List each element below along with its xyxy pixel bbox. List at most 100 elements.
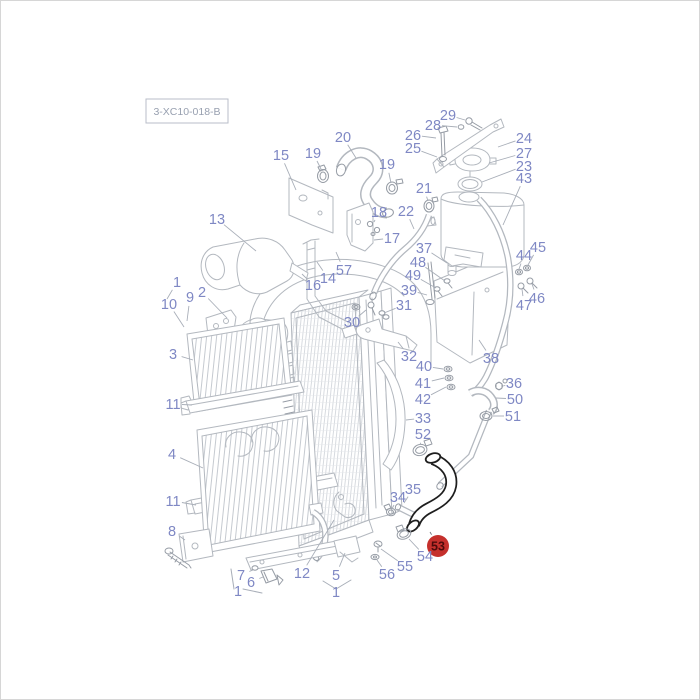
callout-53-highlighted[interactable]: 53 xyxy=(427,531,449,557)
callout-number[interactable]: 6 xyxy=(247,575,255,591)
callout-number[interactable]: 47 xyxy=(516,298,532,314)
callout-28[interactable]: 28 xyxy=(425,118,458,134)
callout-34[interactable]: 34 xyxy=(390,490,406,510)
callout-number[interactable]: 11 xyxy=(165,397,180,413)
callout-number[interactable]: 5 xyxy=(332,568,340,584)
callout-number[interactable]: 46 xyxy=(529,291,545,307)
callout-47[interactable]: 47 xyxy=(516,288,532,314)
callout-number[interactable]: 25 xyxy=(405,141,421,157)
callout-21[interactable]: 21 xyxy=(416,181,432,202)
callout-9[interactable]: 9 xyxy=(186,290,194,322)
callout-30[interactable]: 30 xyxy=(344,309,367,331)
callout-6[interactable]: 6 xyxy=(247,575,264,591)
callout-52[interactable]: 52 xyxy=(415,427,431,446)
callout-26[interactable]: 26 xyxy=(405,128,437,144)
callout-number[interactable]: 19 xyxy=(379,157,395,173)
callout-number[interactable]: 24 xyxy=(516,131,532,147)
callout-number[interactable]: 53 xyxy=(431,540,445,554)
callout-15[interactable]: 15 xyxy=(273,148,297,191)
callout-number[interactable]: 10 xyxy=(161,297,177,313)
callout-number[interactable]: 17 xyxy=(384,231,400,247)
callout-37[interactable]: 37 xyxy=(416,241,448,264)
callout-number[interactable]: 28 xyxy=(425,118,441,134)
callout-number[interactable]: 36 xyxy=(506,376,522,392)
callout-51[interactable]: 51 xyxy=(493,409,521,425)
callout-number[interactable]: 2 xyxy=(198,285,206,301)
callout-57[interactable]: 57 xyxy=(335,251,352,279)
callout-48[interactable]: 48 xyxy=(410,255,446,282)
callout-number[interactable]: 43 xyxy=(516,171,532,187)
callout-23[interactable]: 23 xyxy=(481,159,532,183)
callout-11[interactable]: 11 xyxy=(165,494,197,510)
callout-number[interactable]: 57 xyxy=(336,263,352,279)
callout-11[interactable]: 11 xyxy=(165,397,193,413)
callout-41[interactable]: 41 xyxy=(415,376,445,392)
callout-17[interactable]: 17 xyxy=(373,231,400,247)
callout-54[interactable]: 54 xyxy=(408,538,433,565)
callout-3[interactable]: 3 xyxy=(169,347,194,363)
callout-number[interactable]: 3 xyxy=(169,347,177,363)
callout-number[interactable]: 23 xyxy=(516,159,532,175)
callout-44[interactable]: 44 xyxy=(516,248,532,270)
callout-25[interactable]: 25 xyxy=(405,141,438,158)
callout-number[interactable]: 41 xyxy=(415,376,431,392)
callout-number[interactable]: 56 xyxy=(379,567,395,583)
callout-number[interactable]: 1 xyxy=(173,275,181,291)
callout-19[interactable]: 19 xyxy=(305,146,323,172)
callout-36[interactable]: 36 xyxy=(502,376,522,392)
callout-32[interactable]: 32 xyxy=(397,341,417,365)
callout-number[interactable]: 55 xyxy=(397,559,413,575)
callout-number[interactable]: 51 xyxy=(505,409,521,425)
callout-number[interactable]: 37 xyxy=(416,241,432,257)
callout-2[interactable]: 2 xyxy=(198,285,228,319)
callout-16[interactable]: 16 xyxy=(301,273,321,294)
callout-number[interactable]: 32 xyxy=(401,349,417,365)
callout-number[interactable]: 1 xyxy=(234,584,242,600)
callout-27[interactable]: 27 xyxy=(488,146,532,164)
callout-14[interactable]: 14 xyxy=(316,261,336,287)
callout-number[interactable]: 54 xyxy=(417,549,433,565)
callout-number[interactable]: 29 xyxy=(440,108,456,124)
callout-40[interactable]: 40 xyxy=(416,359,444,375)
callout-number[interactable]: 42 xyxy=(415,392,431,408)
callout-8[interactable]: 8 xyxy=(168,524,186,541)
callout-38[interactable]: 38 xyxy=(478,339,499,367)
callout-33[interactable]: 33 xyxy=(405,411,431,427)
callout-number[interactable]: 45 xyxy=(530,240,546,256)
callout-35[interactable]: 35 xyxy=(403,482,421,504)
callout-49[interactable]: 49 xyxy=(405,268,437,289)
callout-number[interactable]: 16 xyxy=(305,278,321,294)
callout-55[interactable]: 55 xyxy=(380,548,413,575)
callout-number[interactable]: 12 xyxy=(294,566,310,582)
callout-number[interactable]: 49 xyxy=(405,268,421,284)
callout-number[interactable]: 31 xyxy=(396,298,412,314)
callout-19[interactable]: 19 xyxy=(379,157,395,184)
callout-number[interactable]: 13 xyxy=(209,212,225,228)
callout-13[interactable]: 13 xyxy=(209,212,257,252)
callout-24[interactable]: 24 xyxy=(497,131,532,148)
callout-56[interactable]: 56 xyxy=(376,559,395,583)
callout-20[interactable]: 20 xyxy=(335,130,357,159)
callout-number[interactable]: 38 xyxy=(483,351,499,367)
callout-10[interactable]: 10 xyxy=(161,297,185,328)
callout-1[interactable]: 1 xyxy=(234,584,242,600)
callout-number[interactable]: 19 xyxy=(305,146,321,162)
callout-7[interactable]: 7 xyxy=(237,568,254,584)
callout-5[interactable]: 5 xyxy=(332,552,346,584)
callout-46[interactable]: 46 xyxy=(529,283,545,307)
callout-4[interactable]: 4 xyxy=(168,447,204,469)
callout-number[interactable]: 11 xyxy=(165,494,180,510)
callout-22[interactable]: 22 xyxy=(398,204,415,230)
callout-number[interactable]: 18 xyxy=(371,205,387,221)
callout-number[interactable]: 4 xyxy=(168,447,176,463)
callout-number[interactable]: 20 xyxy=(335,130,351,146)
callout-number[interactable]: 15 xyxy=(273,148,289,164)
highlight-circle[interactable] xyxy=(427,535,449,557)
callout-1[interactable]: 1 xyxy=(166,275,181,300)
callout-number[interactable]: 1 xyxy=(332,585,340,601)
callout-42[interactable]: 42 xyxy=(415,386,447,408)
callout-number[interactable]: 48 xyxy=(410,255,426,271)
callout-31[interactable]: 31 xyxy=(383,298,412,314)
callout-number[interactable]: 22 xyxy=(398,204,414,220)
callout-39[interactable]: 39 xyxy=(401,283,428,299)
